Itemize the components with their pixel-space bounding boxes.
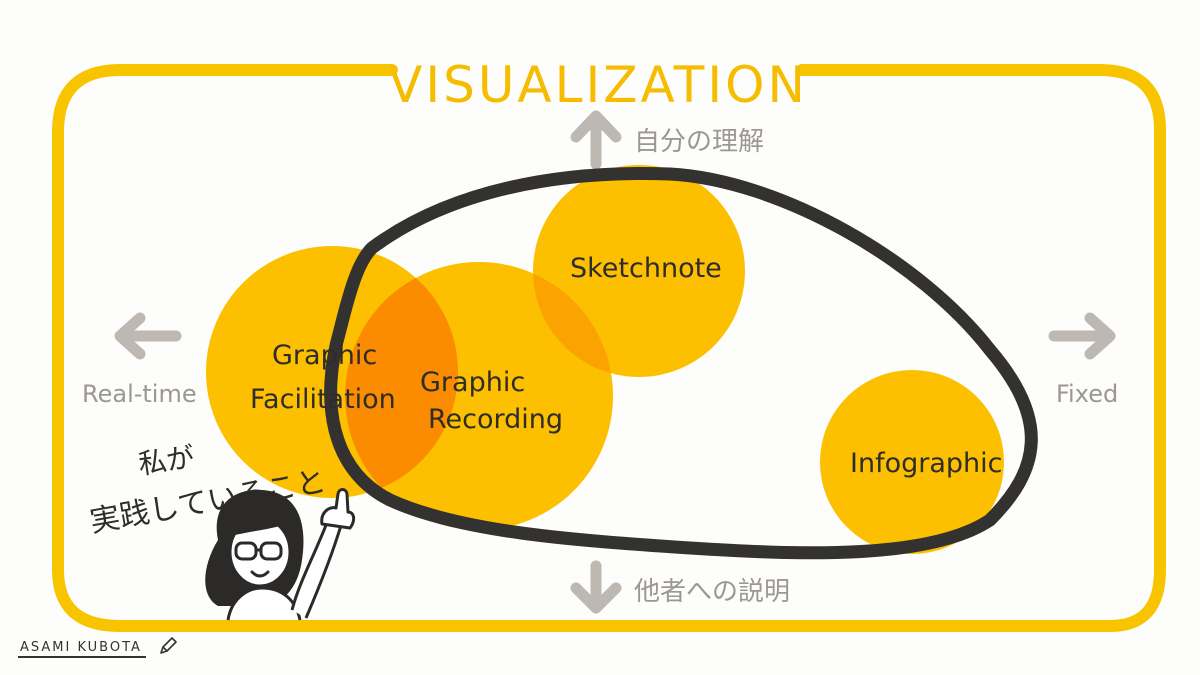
frame-border [52,64,1166,632]
label-infographic: Infographic [850,448,1002,479]
axis-label-right: Fixed [1056,380,1118,408]
axis-label-left: Real-time [82,380,197,408]
circle-infographic [820,370,1004,554]
arrow-up-icon [570,110,622,170]
arrow-down-icon [570,560,622,614]
character-illustration [205,488,356,621]
label-graphic-recording-line2: Recording [428,404,563,435]
arrow-right-icon [1048,312,1116,360]
annotation-line1: 私が [136,440,196,480]
axis-label-down: 他者への説明 [634,577,790,607]
axis-label-up: 自分の理解 [634,127,764,157]
diagram-title: VISUALIZATION [388,56,808,114]
label-graphic-recording-line1: Graphic [420,367,525,398]
overlap-facilitation-recording [345,262,458,498]
author-signature: ASAMI KUBOTA [18,640,146,658]
label-graphic-facilitation-line2: Facilitation [250,384,396,415]
label-sketchnote: Sketchnote [570,253,722,284]
pointing-hand-icon [320,488,356,530]
overlap-recording-sketchnote [533,262,613,377]
arrow-left-icon [114,312,182,360]
label-graphic-facilitation-line1: Graphic [272,340,377,371]
pencil-icon [160,637,177,654]
practice-outline [324,167,1038,560]
